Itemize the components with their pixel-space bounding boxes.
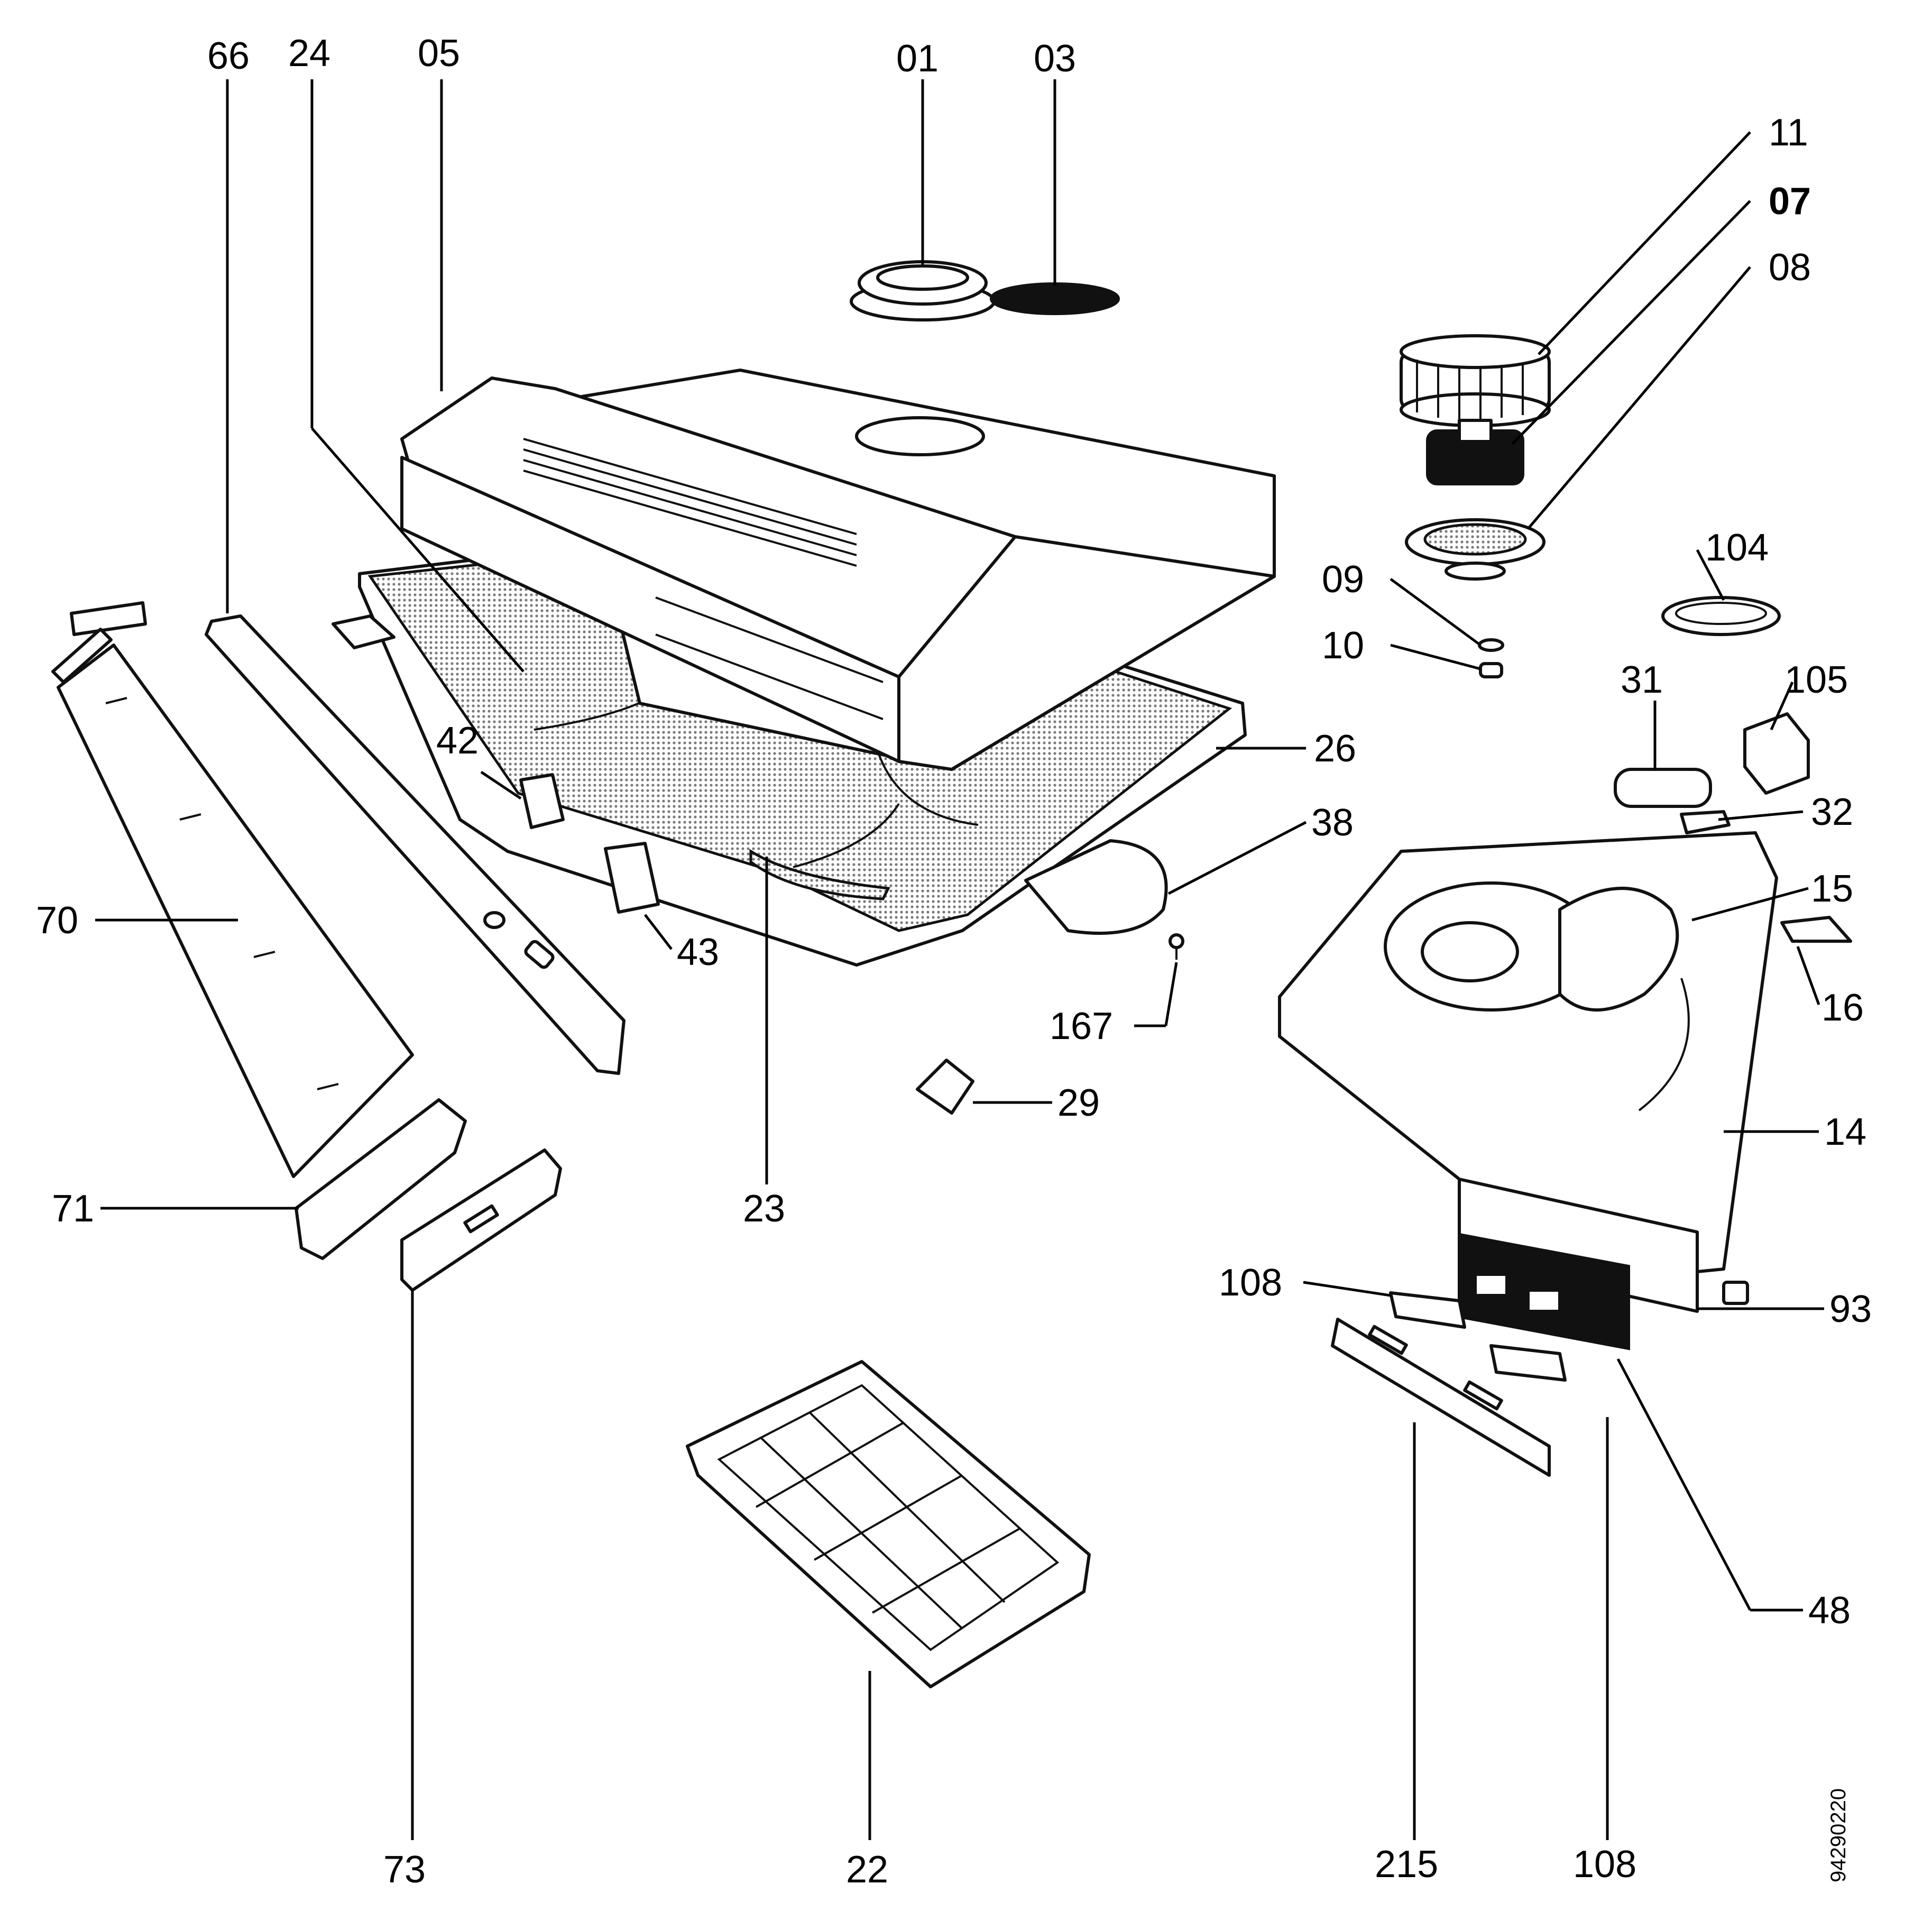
lamp-cover-104	[1661, 596, 1781, 636]
lamp-holder-32	[1680, 810, 1731, 834]
switch-bar-215	[1331, 1318, 1551, 1477]
hood-housing-05	[400, 369, 1276, 771]
fan-wheel-11	[1400, 334, 1551, 427]
lamp-lens-38	[1024, 839, 1168, 935]
front-trim-66	[205, 614, 625, 1075]
clip-16	[1780, 916, 1852, 943]
outlet-flange-01	[850, 260, 996, 321]
callout-08: 08	[1769, 246, 1811, 289]
callout-23: 23	[743, 1188, 785, 1230]
callout-43: 43	[677, 931, 719, 973]
blower-housing-14	[1278, 831, 1778, 1297]
callout-10: 10	[1322, 624, 1364, 667]
callout-73: 73	[383, 1849, 426, 1891]
leader-lines	[95, 79, 1824, 1840]
screw-167	[1169, 933, 1184, 960]
lamp-31	[1614, 768, 1712, 808]
clip-29	[916, 1059, 974, 1115]
switch-108-left	[1389, 1291, 1466, 1329]
grease-filter-corner-23	[749, 849, 890, 900]
grease-tray-22	[686, 1360, 1091, 1688]
callout-01: 01	[896, 38, 939, 80]
callout-167: 167	[1050, 1005, 1113, 1047]
callout-07: 07	[1769, 180, 1811, 223]
glass-holder-top	[51, 601, 147, 684]
clip-bracket	[332, 614, 395, 649]
callout-22: 22	[846, 1849, 888, 1891]
washer-09	[1478, 638, 1504, 652]
callout-32: 32	[1811, 791, 1853, 833]
callout-70: 70	[36, 899, 78, 942]
document-number: 94290220	[1827, 1788, 1850, 1882]
callout-29: 29	[1057, 1082, 1100, 1124]
motor-07	[1426, 419, 1524, 485]
control-frame-93	[1458, 1178, 1749, 1313]
callout-71: 71	[52, 1188, 94, 1230]
callout-42: 42	[436, 720, 479, 762]
callout-16: 16	[1821, 987, 1864, 1029]
callout-108-left: 108	[1219, 1262, 1282, 1304]
callout-26: 26	[1314, 728, 1356, 770]
callout-09: 09	[1322, 558, 1364, 601]
callout-93: 93	[1829, 1288, 1872, 1330]
callout-15: 15	[1811, 868, 1853, 910]
switch-108-right	[1489, 1344, 1567, 1382]
switch-43	[604, 842, 660, 914]
callout-215: 215	[1375, 1843, 1438, 1886]
callout-24: 24	[288, 32, 330, 75]
callout-labels: 66 24 05 01 03 11 07 08 09 10 104 31 105…	[36, 32, 1872, 1891]
callout-31: 31	[1621, 659, 1663, 701]
callout-48: 48	[1808, 1589, 1851, 1632]
callout-03: 03	[1034, 38, 1076, 80]
glass-panel-70	[57, 644, 414, 1178]
control-board-48	[1458, 1233, 1630, 1350]
outlet-cover-03	[990, 282, 1120, 315]
callout-108-bottom: 108	[1573, 1843, 1636, 1886]
callout-05: 05	[418, 32, 460, 75]
switch-housing-105	[1743, 712, 1810, 795]
callout-105: 105	[1784, 659, 1848, 701]
nut-10	[1479, 662, 1503, 678]
end-cap-73	[400, 1148, 562, 1292]
callout-11: 11	[1769, 112, 1808, 154]
callout-66: 66	[207, 35, 250, 77]
glass-holder-71	[295, 1098, 467, 1260]
switch-42	[519, 773, 565, 829]
callout-38: 38	[1311, 802, 1354, 844]
callout-104: 104	[1705, 527, 1769, 569]
motor-mount-08	[1405, 518, 1545, 581]
callout-14: 14	[1824, 1111, 1866, 1153]
